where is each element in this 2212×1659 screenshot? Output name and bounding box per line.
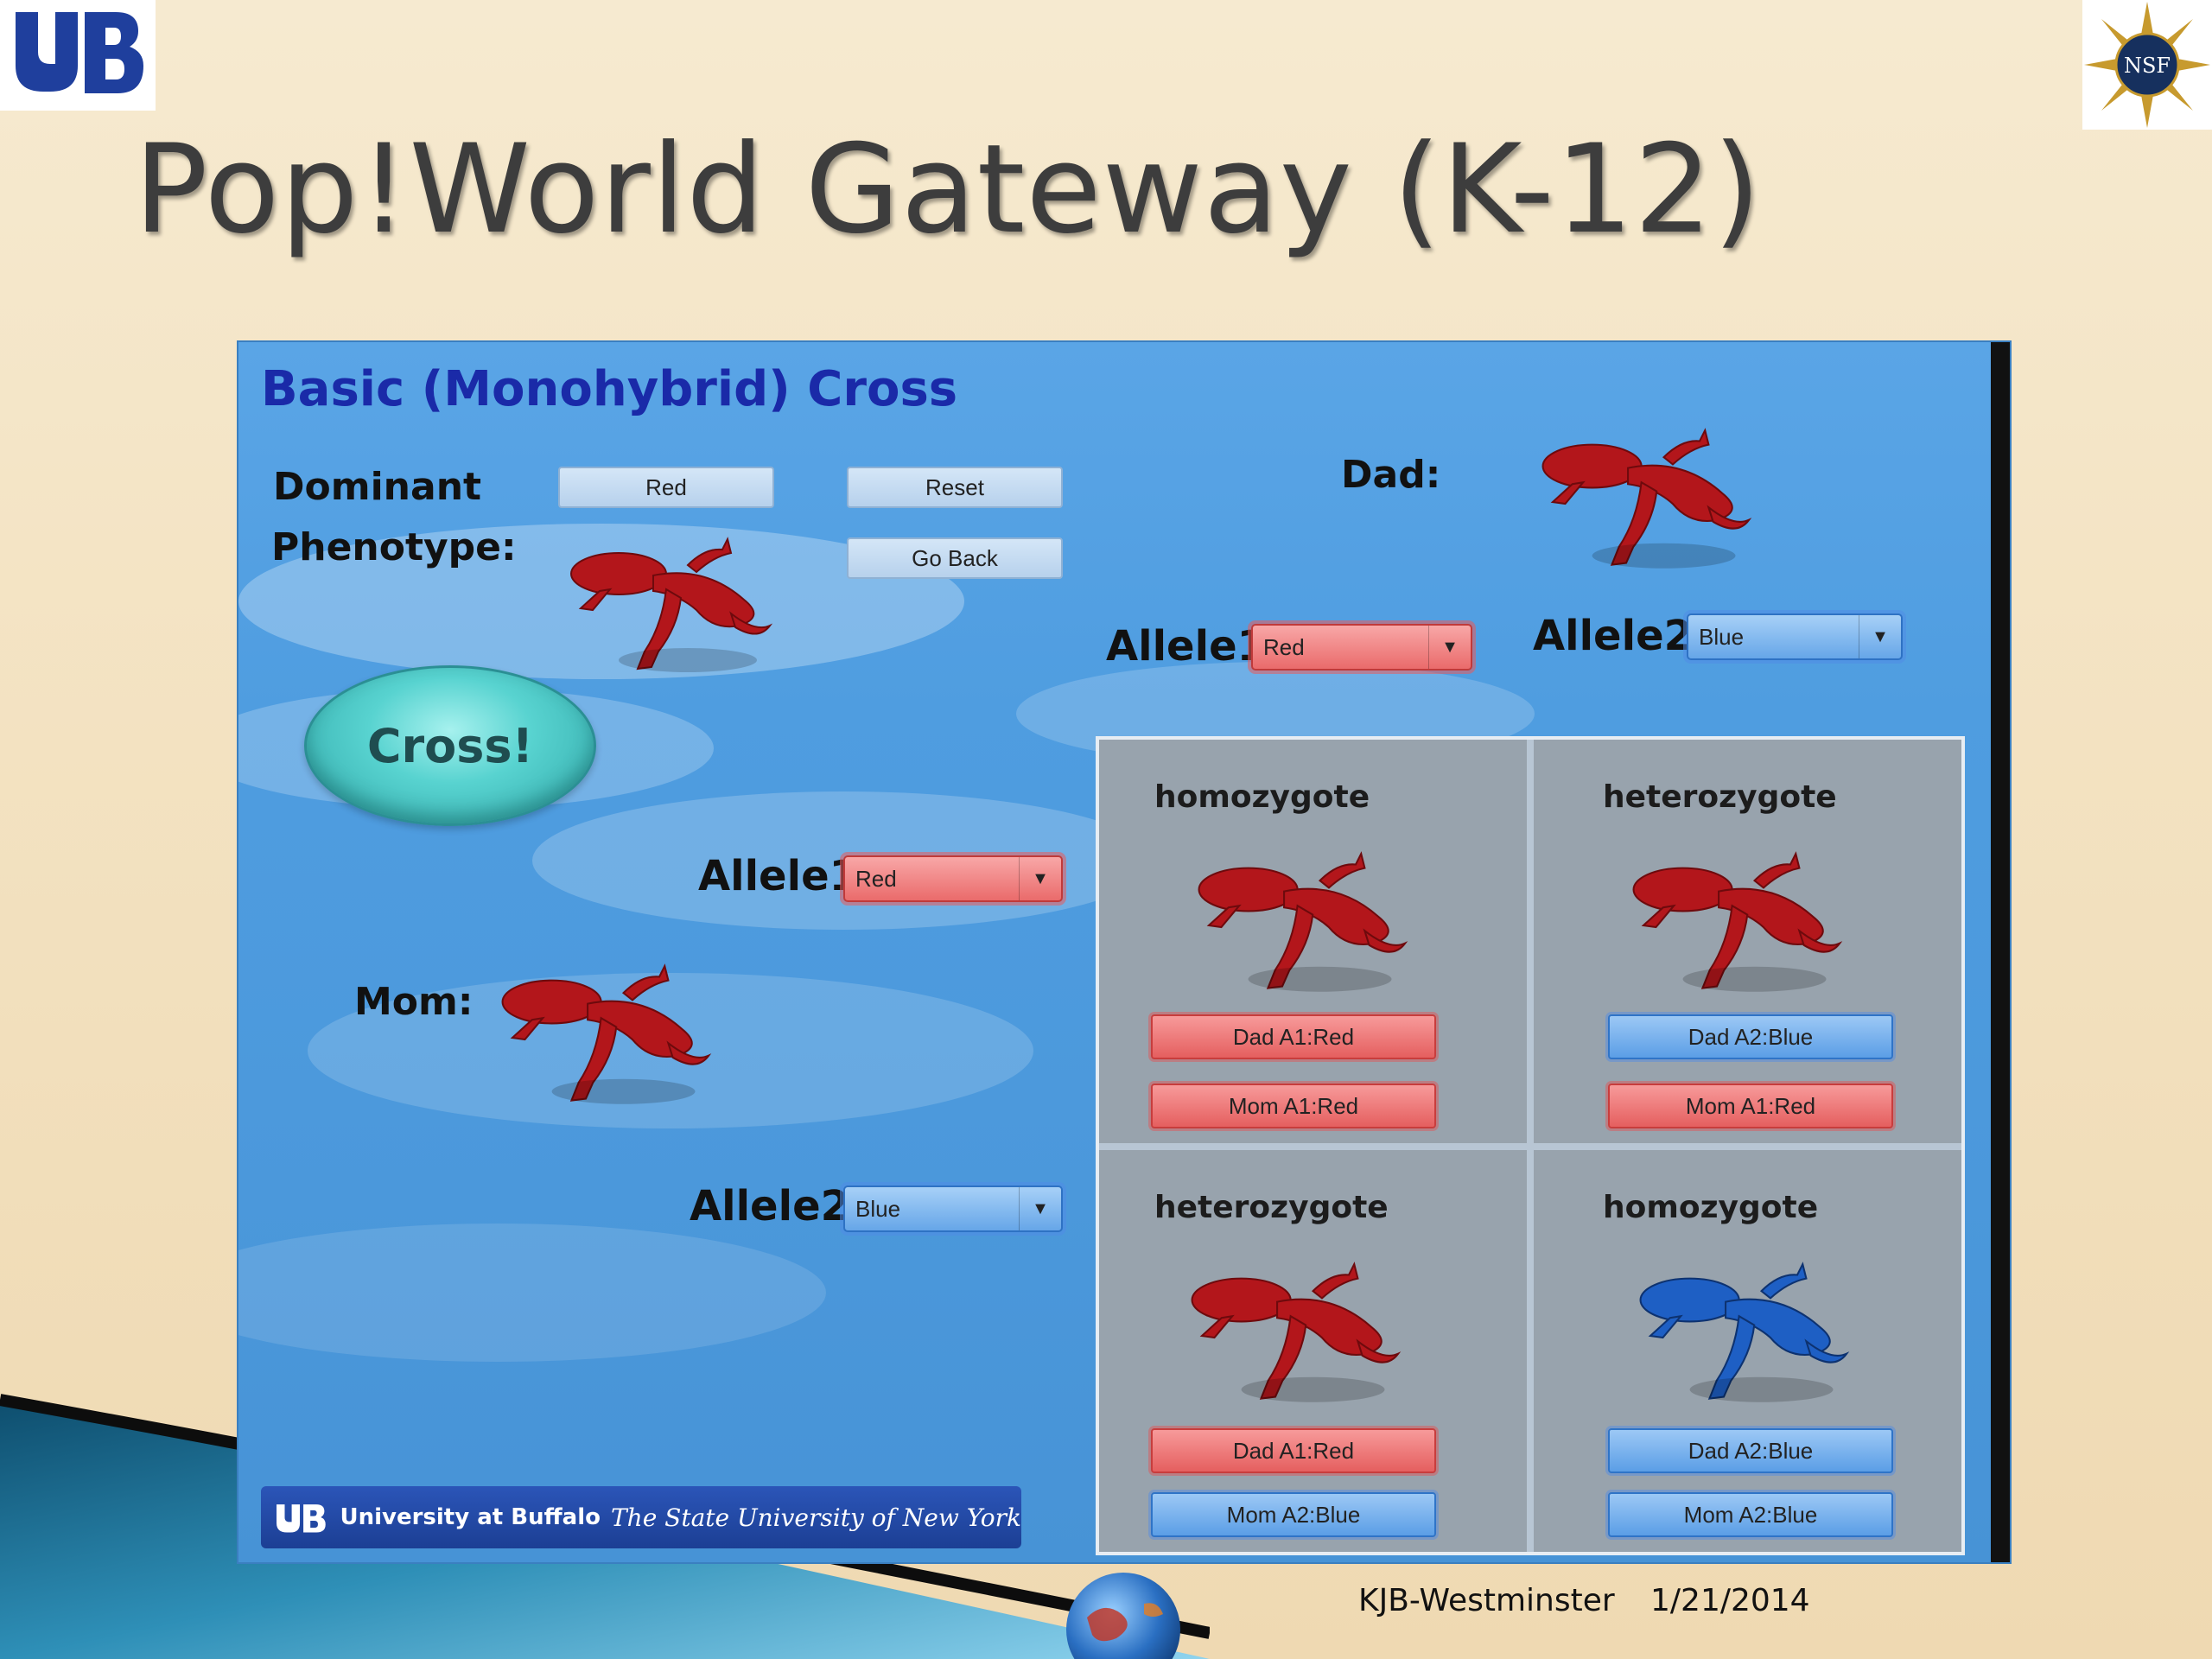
offspring-frog-image: [1620, 843, 1862, 1007]
frog-icon: [1632, 851, 1843, 992]
nsf-logo: NSF: [2082, 0, 2212, 130]
university-tagline: The State University of New York: [610, 1503, 1021, 1532]
chevron-down-icon[interactable]: ▼: [1019, 857, 1061, 900]
dad-allele1-label: Allele1: [1106, 622, 1267, 671]
window-edge: [1991, 342, 2010, 1562]
frog-icon: [570, 537, 773, 672]
popworld-app-window: Basic (Monohybrid) Cross Dominant Phenot…: [238, 342, 2010, 1562]
mom-allele2-label: Allele2: [690, 1182, 850, 1230]
dad-frog-image: [1529, 420, 1771, 584]
ub-logo-mark: [16, 12, 143, 93]
mom-label: Mom:: [354, 980, 474, 1024]
dad-allele-source-button[interactable]: Dad A1:Red: [1151, 1014, 1436, 1059]
chevron-down-icon[interactable]: ▼: [1428, 626, 1471, 669]
offspring-cell: heterozygote Dad A1:Red Mom A2:Blue: [1099, 1150, 1527, 1552]
go-back-button[interactable]: Go Back: [847, 537, 1063, 579]
frog-icon: [1191, 1262, 1402, 1402]
mom-allele2-select[interactable]: Blue ▼: [843, 1185, 1063, 1232]
dad-allele2-label: Allele2: [1533, 612, 1694, 660]
dad-allele1-select[interactable]: Red ▼: [1251, 624, 1472, 671]
offspring-cell: homozygote Dad A1:Red Mom A1:Red: [1099, 740, 1527, 1143]
university-name: University at Buffalo: [340, 1504, 601, 1530]
mom-allele-source-button[interactable]: Mom A1:Red: [1608, 1084, 1893, 1128]
frog-icon: [501, 963, 712, 1104]
dad-allele2-value: Blue: [1699, 623, 1745, 650]
mom-allele1-value: Red: [855, 865, 897, 892]
footer-date: 1/21/2014: [1650, 1583, 1810, 1618]
chevron-down-icon[interactable]: ▼: [1019, 1187, 1061, 1230]
offspring-genotype-label: heterozygote: [1154, 1190, 1389, 1225]
slide-title: Pop!World Gateway (K-12): [134, 118, 1762, 261]
phenotype-label: Phenotype:: [271, 525, 517, 569]
ub-logo: [0, 0, 156, 111]
dad-allele1-value: Red: [1263, 633, 1305, 660]
dominant-phenotype-button[interactable]: Red: [558, 467, 774, 508]
offspring-frog-image: [1179, 1254, 1421, 1418]
ub-mark-icon: [276, 1504, 326, 1533]
footer-presenter: KJB-Westminster: [1358, 1583, 1615, 1618]
offspring-genotype-label: homozygote: [1154, 779, 1370, 815]
svg-text:NSF: NSF: [2124, 54, 2171, 78]
reset-button[interactable]: Reset: [847, 467, 1063, 508]
dad-allele-source-button[interactable]: Dad A2:Blue: [1608, 1014, 1893, 1059]
punnett-square: homozygote Dad A1:Red Mom A1:Red: [1096, 736, 1965, 1555]
dad-allele-source-button[interactable]: Dad A1:Red: [1151, 1428, 1436, 1473]
mom-allele-source-button[interactable]: Mom A1:Red: [1151, 1084, 1436, 1128]
app-title: Basic (Monohybrid) Cross: [261, 361, 958, 417]
offspring-frog-image: [1627, 1254, 1869, 1418]
university-banner: University at Buffalo The State Universi…: [261, 1486, 1021, 1548]
frog-icon: [1541, 428, 1752, 569]
nsf-seal-icon: NSF: [2084, 2, 2210, 128]
chevron-down-icon[interactable]: ▼: [1859, 615, 1901, 658]
mom-allele1-label: Allele1: [698, 852, 859, 900]
mom-allele1-select[interactable]: Red ▼: [843, 855, 1063, 902]
globe-icon: [1066, 1573, 1180, 1659]
dad-allele2-select[interactable]: Blue ▼: [1687, 613, 1903, 660]
mom-frog-image: [489, 956, 731, 1120]
offspring-genotype-label: homozygote: [1603, 1190, 1819, 1225]
offspring-cell: homozygote Dad A2:Blue Mom A2:Blue: [1534, 1150, 1961, 1552]
frog-icon: [1639, 1262, 1850, 1402]
mom-allele-source-button[interactable]: Mom A2:Blue: [1608, 1492, 1893, 1537]
frog-icon: [1198, 851, 1408, 992]
dominant-label: Dominant: [273, 465, 482, 509]
dad-allele-source-button[interactable]: Dad A2:Blue: [1608, 1428, 1893, 1473]
dad-label: Dad:: [1341, 453, 1441, 497]
cross-button[interactable]: Cross!: [304, 665, 596, 826]
dominant-phenotype-frog-image: [558, 531, 791, 686]
offspring-cell: heterozygote Dad A2:Blue Mom A1:Red: [1534, 740, 1961, 1143]
mom-allele2-value: Blue: [855, 1195, 901, 1222]
offspring-frog-image: [1185, 843, 1427, 1007]
offspring-genotype-label: heterozygote: [1603, 779, 1837, 815]
mom-allele-source-button[interactable]: Mom A2:Blue: [1151, 1492, 1436, 1537]
